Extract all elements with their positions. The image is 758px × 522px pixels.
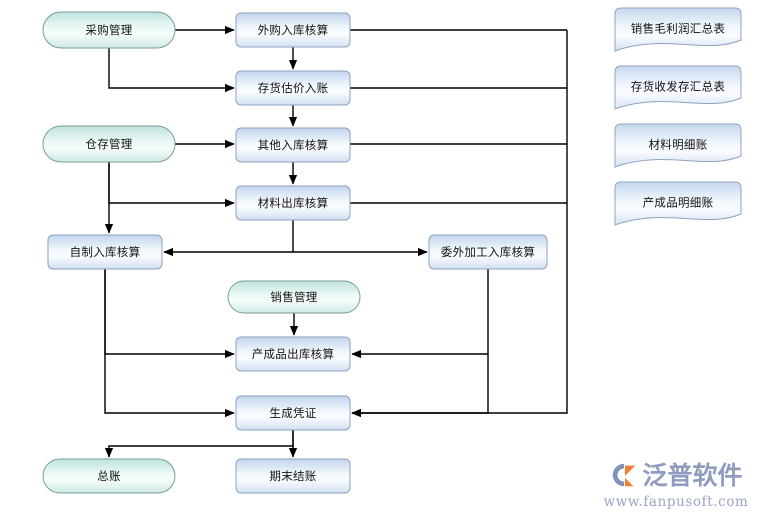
node-label: 产成品出库核算 bbox=[252, 347, 335, 361]
node-label: 其他入库核算 bbox=[258, 138, 329, 152]
node-shape-rect bbox=[235, 185, 351, 221]
node-shape-rect bbox=[235, 395, 351, 431]
node-shape-rect bbox=[235, 127, 351, 163]
flow-node-cailiao[interactable]: 材料出库核算 bbox=[235, 185, 351, 221]
brand-text: 泛普软件 bbox=[642, 460, 743, 490]
report-label: 存货收发存汇总表 bbox=[631, 80, 726, 94]
report-shape-document bbox=[614, 123, 742, 168]
node-label: 材料出库核算 bbox=[258, 196, 329, 210]
node-shape-capsule bbox=[42, 125, 176, 163]
report-node-rpt3[interactable]: 材料明细账 bbox=[614, 123, 742, 168]
flow-node-qita[interactable]: 其他入库核算 bbox=[235, 127, 351, 163]
node-label: 自制入库核算 bbox=[70, 245, 141, 259]
edge-weiwai-pingzheng bbox=[351, 354, 489, 418]
node-label: 销售管理 bbox=[270, 290, 317, 304]
fanpu-logo-icon bbox=[613, 463, 636, 487]
report-node-rpt4[interactable]: 产成品明细账 bbox=[614, 181, 742, 226]
node-shape-capsule bbox=[227, 280, 361, 314]
node-label: 委外加工入库核算 bbox=[441, 245, 535, 259]
report-shape-document bbox=[614, 181, 742, 226]
edge-layer bbox=[104, 25, 568, 458]
node-label: 仓存管理 bbox=[85, 137, 132, 151]
report-node-rpt1[interactable]: 销售毛利润汇总表 bbox=[614, 7, 742, 52]
edge-zizhi-pingzheng bbox=[104, 269, 235, 418]
flow-node-caigou[interactable]: 采购管理 bbox=[42, 11, 176, 49]
report-node-rpt2[interactable]: 存货收发存汇总表 bbox=[614, 65, 742, 110]
flow-node-cunhuo[interactable]: 存货估价入账 bbox=[235, 70, 351, 106]
flow-node-zongzhang[interactable]: 总账 bbox=[42, 458, 176, 494]
node-shape-rect bbox=[47, 234, 163, 270]
report-label: 销售毛利润汇总表 bbox=[631, 22, 726, 36]
watermark-logo: 泛普软件 www.fanpusoft.com bbox=[603, 446, 749, 511]
edge-caigou-cunhuo bbox=[108, 48, 235, 93]
edge-cailiao-zizhi bbox=[163, 220, 294, 257]
node-shape-rect bbox=[235, 336, 351, 372]
node-label: 总账 bbox=[97, 469, 121, 483]
report-label: 产成品明细账 bbox=[643, 196, 714, 210]
edge-zizhi-chanchengpin bbox=[104, 269, 235, 359]
logo-row: 泛普软件 bbox=[609, 458, 743, 492]
edge-bus-trunk bbox=[351, 30, 568, 418]
edge-weiwai-chanchengpin bbox=[351, 269, 489, 359]
node-label: 存货估价入账 bbox=[258, 81, 329, 95]
edge-pingzheng-zongzhang bbox=[104, 430, 294, 458]
report-shape-document bbox=[614, 7, 742, 52]
node-shape-rect bbox=[235, 458, 351, 494]
node-label: 期末结账 bbox=[269, 469, 316, 483]
flow-node-weiwai[interactable]: 委外加工入库核算 bbox=[428, 234, 548, 270]
node-label: 外购入库核算 bbox=[258, 23, 329, 37]
report-shape-document bbox=[614, 65, 742, 110]
flow-node-zizhi[interactable]: 自制入库核算 bbox=[47, 234, 163, 270]
node-shape-rect bbox=[428, 234, 548, 270]
flow-node-pingzheng[interactable]: 生成凭证 bbox=[235, 395, 351, 431]
report-label: 材料明细账 bbox=[649, 138, 708, 152]
node-shape-capsule bbox=[42, 11, 176, 49]
flow-node-chanchengpin[interactable]: 产成品出库核算 bbox=[235, 336, 351, 372]
node-shape-rect bbox=[235, 70, 351, 106]
edge-cangcun-cailiao bbox=[108, 162, 235, 208]
flow-node-cangcun[interactable]: 仓存管理 bbox=[42, 125, 176, 163]
flow-node-qimo[interactable]: 期末结账 bbox=[235, 458, 351, 494]
node-label: 生成凭证 bbox=[269, 406, 316, 420]
brand-url: www.fanpusoft.com bbox=[603, 494, 749, 510]
node-shape-capsule bbox=[42, 458, 176, 494]
node-shape-rect bbox=[235, 12, 351, 48]
node-label: 采购管理 bbox=[85, 23, 132, 37]
flow-node-waigou[interactable]: 外购入库核算 bbox=[235, 12, 351, 48]
flow-node-xiaoshou[interactable]: 销售管理 bbox=[227, 280, 361, 314]
